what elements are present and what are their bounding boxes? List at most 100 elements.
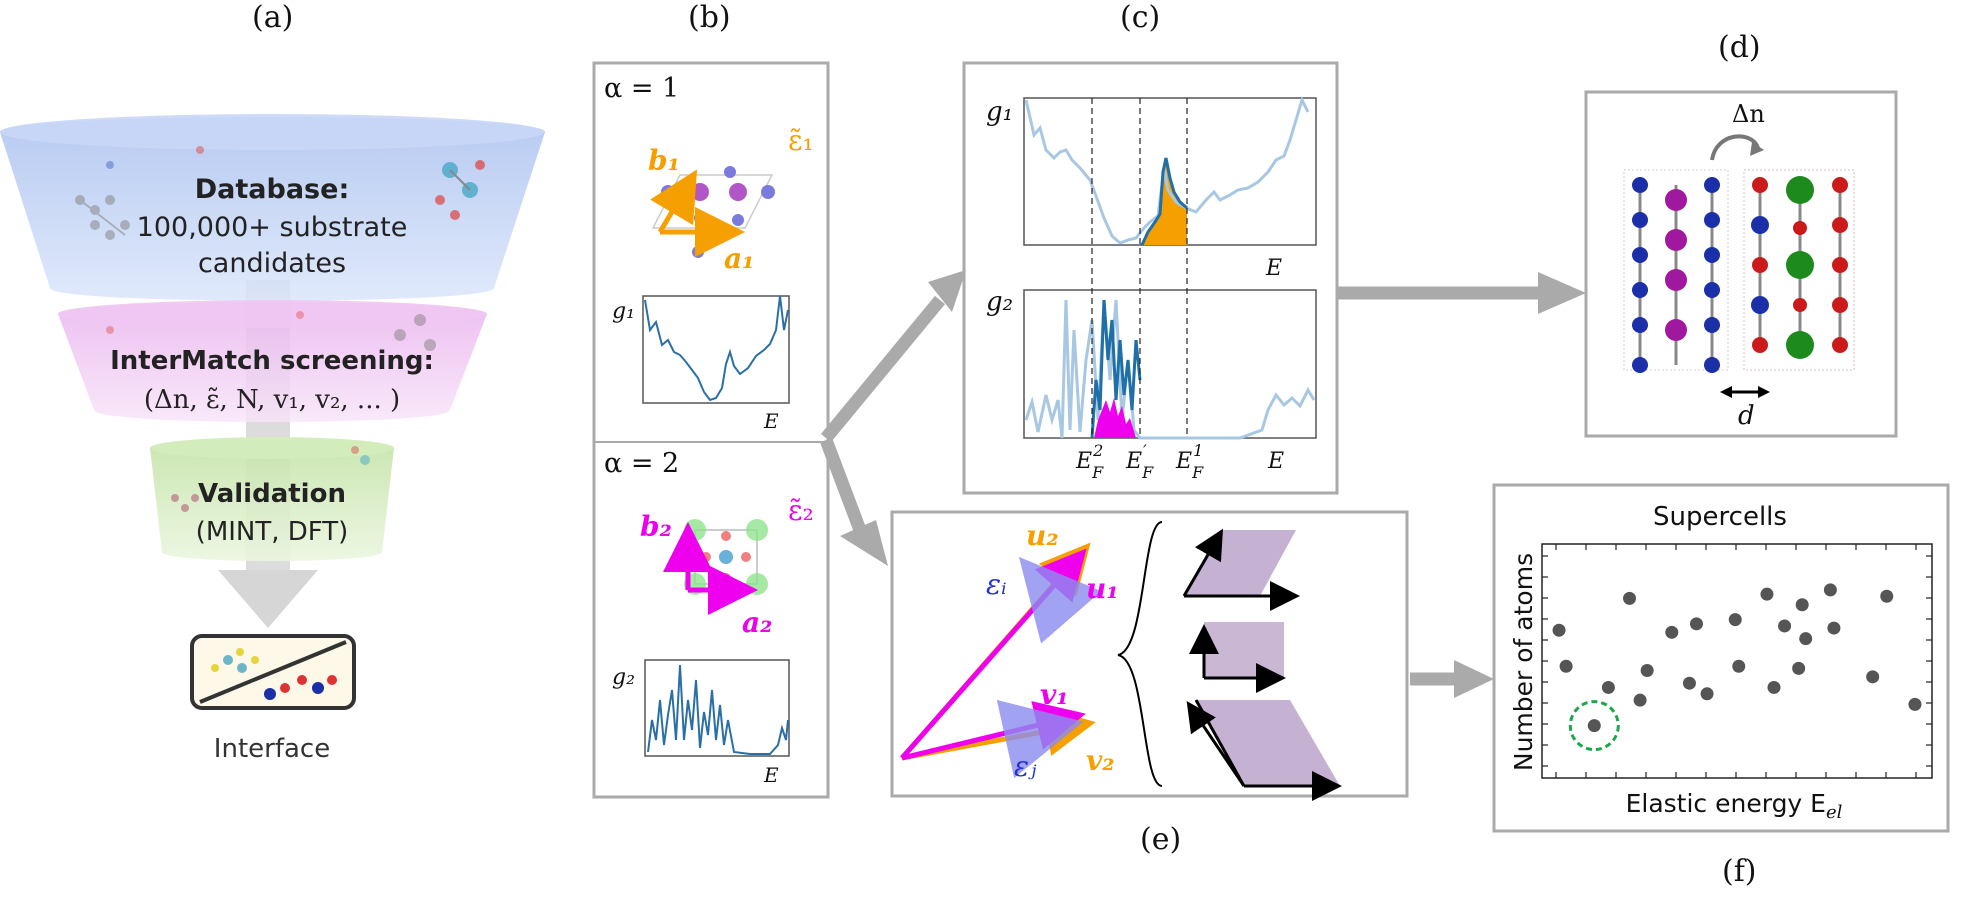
panel-d-frame: [1584, 90, 1898, 438]
scatter-point: [1728, 613, 1742, 627]
scatter-point: [1799, 632, 1813, 646]
scatter-point: [1587, 719, 1601, 733]
funnel-screen-params: (Δn, ε̃, N, v₁, v₂, ... ): [144, 385, 400, 415]
alpha1-label: α = 1: [604, 73, 679, 104]
scatter-point: [1908, 697, 1922, 711]
eps-i-arrow: [1018, 556, 1102, 644]
scatter-point: [1866, 670, 1880, 684]
scatter-point: [1633, 693, 1647, 707]
scatter-point: [1767, 680, 1781, 694]
c-g1-e: E: [1265, 256, 1282, 281]
eps1-label: ε̃₁: [788, 124, 814, 157]
scatter-point: [1665, 625, 1679, 639]
f-xlabel: Elastic energy Eel: [1626, 789, 1843, 823]
scatter-point: [1682, 676, 1696, 690]
c-g1-label: g₁: [986, 97, 1013, 127]
funnel-arrow-head: [218, 570, 318, 628]
scatter-point: [1778, 619, 1792, 633]
c-g2-dark-curve: [1090, 299, 1142, 439]
ef1-label: EF1: [1175, 441, 1204, 482]
c-g2-light-curve: [1024, 299, 1316, 440]
v2-label: v₂: [1086, 744, 1115, 777]
eps-i-label: εᵢ: [986, 568, 1007, 601]
panel-label-f: (f): [1722, 854, 1757, 889]
scatter-point: [1700, 687, 1714, 701]
curly-brace: [1117, 521, 1163, 787]
molecule-icon: [75, 146, 204, 240]
dos-g2-label: g₂: [612, 665, 635, 690]
scatter-point: [1601, 680, 1615, 694]
f-title: Supercells: [1653, 502, 1787, 532]
right-slab: [1743, 169, 1855, 371]
eps-j-label: εⱼ: [1014, 750, 1037, 783]
d-label: d: [1738, 401, 1755, 431]
supercell-1: [1182, 528, 1300, 611]
scatter-point: [1640, 663, 1654, 677]
scatter-point: [1827, 621, 1841, 635]
supercell-3: [1186, 699, 1342, 801]
dos-g1-label: g₁: [612, 299, 635, 324]
funnel-diagram: Database: 100,000+ substrate candidates …: [0, 114, 545, 764]
highlight-circle: [1568, 700, 1620, 752]
funnel-tier-database: [0, 117, 545, 301]
b2-label: b₂: [640, 510, 672, 543]
c-g1-dark-curve: [1140, 157, 1188, 246]
panel-b: α = 1 ε̃₁ b₁ a₁ g₁ E α = 2 ε̃₂ b: [592, 61, 830, 799]
scatter-point: [1795, 598, 1809, 612]
a2-label: a₂: [742, 606, 772, 639]
molecule-icon-3: [171, 446, 370, 512]
scatter-point: [1760, 587, 1774, 601]
ef2-label: EF2: [1075, 441, 1104, 482]
dos-plot-g1: [642, 295, 790, 404]
panel-d: Δn d: [1584, 90, 1898, 438]
panel-c-frame: [962, 61, 1339, 495]
delta-n-label: Δn: [1732, 100, 1765, 128]
scatter-point: [1559, 659, 1573, 673]
eps-j-arrow: [996, 699, 1084, 779]
interface-label: Interface: [214, 734, 330, 764]
dos-plot-g2: [644, 659, 790, 757]
f-points: [1552, 583, 1922, 752]
u2-label: u₂: [1026, 519, 1059, 552]
interface-molecules: [211, 648, 337, 700]
panel-label-b: (b): [688, 0, 731, 35]
panel-label-e: (e): [1140, 822, 1182, 857]
c-g2-label: g₂: [986, 287, 1013, 317]
crystal-icon: [435, 160, 485, 220]
funnel-screen-title: InterMatch screening:: [110, 346, 434, 376]
a1-label: a₁: [724, 242, 754, 275]
panel-e-frame: [890, 510, 1409, 798]
left-slab: [1623, 169, 1729, 373]
c-g2-e: E: [1267, 449, 1284, 474]
funnel-db-line2: candidates: [198, 248, 346, 279]
eps2-label: ε̃₂: [788, 494, 814, 527]
alpha2-label: α = 2: [604, 448, 679, 479]
scatter-point: [1552, 623, 1566, 637]
u1-label: u₁: [1086, 572, 1119, 605]
panel-f: Supercells Number of atoms Elastic energ…: [1492, 483, 1950, 833]
panel-f-frame: [1492, 483, 1950, 833]
supercell-2: [1189, 622, 1286, 693]
lattice-1: [650, 166, 775, 258]
v1-vector: [901, 701, 1086, 761]
scatter-point: [1823, 583, 1837, 597]
scatter-point: [1880, 589, 1894, 603]
b1-label: b₁: [648, 144, 680, 177]
c-g2-magenta-fill: [1094, 398, 1136, 438]
dos-g2-curve: [647, 664, 789, 755]
funnel-valid-sub: (MINT, DFT): [196, 517, 349, 547]
dos-g1-curve: [644, 295, 789, 402]
panel-label-a: (a): [252, 0, 294, 35]
efp-label: EF′: [1125, 441, 1154, 482]
molecule-icon-2: [106, 311, 436, 351]
dos-g2-e: E: [763, 763, 779, 787]
panel-label-d: (d): [1718, 30, 1761, 65]
scatter-point: [1623, 591, 1637, 605]
f-ylabel: Number of atoms: [1509, 553, 1538, 771]
panel-c: g₁ E g₂ EF2 EF′ EF1 E: [962, 61, 1339, 495]
funnel-db-line1: 100,000+ substrate: [137, 212, 408, 243]
panel-label-c: (c): [1120, 0, 1161, 35]
delta-n-arrow: [1710, 134, 1760, 161]
flow-arrows: [819, 270, 1586, 698]
